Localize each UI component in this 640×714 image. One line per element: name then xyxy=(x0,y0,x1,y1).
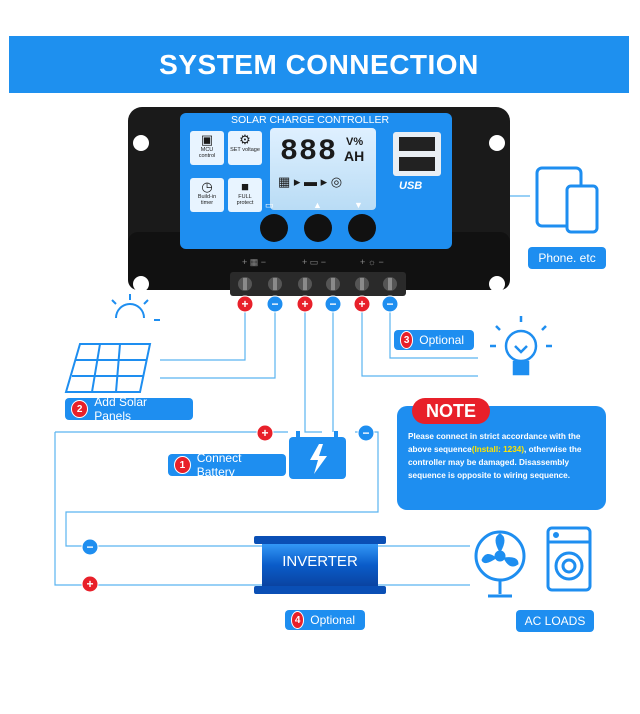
lcd-digits: 888 xyxy=(280,135,338,169)
svg-text:+: + xyxy=(301,297,308,311)
lock-icon: ■FULL protect xyxy=(236,179,254,206)
wires xyxy=(54,312,478,586)
svg-text:+ ☼ −: + ☼ − xyxy=(360,257,384,267)
light-bulb-icon xyxy=(490,316,552,376)
note-title: NOTE xyxy=(412,398,490,424)
ac-loads-label: AC LOADS xyxy=(516,610,594,632)
svg-text:−: − xyxy=(86,540,93,554)
note-text: Please connect in strict accordance with… xyxy=(408,432,582,480)
controller-title: SOLAR CHARGE CONTROLLER xyxy=(230,114,390,126)
clock-icon: ◷Build-in timer xyxy=(197,179,217,206)
menu-button-icon: ▭ xyxy=(265,200,274,210)
svg-text:+: + xyxy=(241,297,248,311)
svg-text:+: + xyxy=(358,297,365,311)
battery-markers: + − − + xyxy=(81,424,375,593)
svg-text:−: − xyxy=(386,297,393,311)
usb-label: USB xyxy=(399,180,423,192)
up-button-icon: ▲ xyxy=(313,200,322,210)
step-badge: 1 xyxy=(174,456,191,474)
lcd-flow-icons: ▦ ▸ ▬ ▸ ◎ xyxy=(278,174,343,189)
mcu-icon: ▣MCU control xyxy=(198,132,216,159)
svg-text:+ ▭ −: + ▭ − xyxy=(302,257,326,267)
terminal-markers: + − + − + − xyxy=(236,295,399,313)
svg-text:−: − xyxy=(362,426,369,440)
step-badge: 4 xyxy=(291,611,305,629)
inverter-box xyxy=(254,536,386,594)
svg-text:+: + xyxy=(86,577,93,591)
battery-icon xyxy=(289,431,346,479)
lcd-unit-top: V% xyxy=(346,136,364,148)
fan-icon xyxy=(474,530,526,598)
inverter-label: INVERTER xyxy=(282,553,358,570)
svg-text:−: − xyxy=(329,297,336,311)
down-button-icon: ▼ xyxy=(354,200,363,210)
phone-label: Phone. etc xyxy=(528,247,606,269)
washing-machine-icon xyxy=(546,526,592,592)
gear-icon: ⚙SET voltage xyxy=(230,132,260,153)
banner-title: SYSTEM CONNECTION xyxy=(9,36,629,93)
svg-text:+: + xyxy=(261,426,268,440)
step-badge: 3 xyxy=(400,331,414,349)
charge-controller: + ▦ − + ▭ − + ☼ − xyxy=(128,107,510,296)
step-badge: 2 xyxy=(71,400,89,418)
svg-text:+ ▦ −: + ▦ − xyxy=(242,257,266,267)
lcd-unit-bottom: AH xyxy=(344,148,365,164)
solar-panel-icon xyxy=(64,294,160,393)
svg-text:−: − xyxy=(271,297,278,311)
phone-icon xyxy=(535,166,599,234)
